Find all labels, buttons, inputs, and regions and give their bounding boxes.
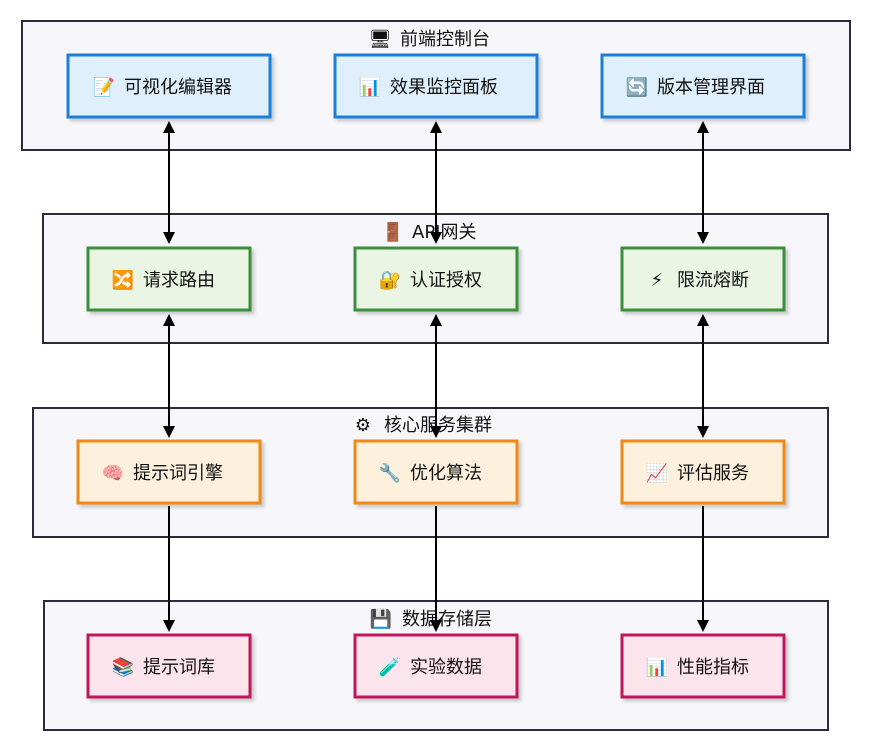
layer-title: API网关 [412, 222, 476, 243]
node-evaluation[interactable]: 📈 评估服务 [620, 439, 786, 505]
lock-icon: 🔐 [379, 270, 401, 291]
node-label: 版本管理界面 [657, 77, 765, 98]
layer-title: 核心服务集群 [384, 415, 492, 436]
layer-icon: 💾 [370, 608, 392, 630]
brain-icon: 🧠 [102, 463, 124, 484]
node-performance-metrics[interactable]: 📊 性能指标 [620, 633, 786, 699]
node-label: 优化算法 [410, 463, 482, 484]
node-optimization[interactable]: 🔧 优化算法 [353, 439, 519, 505]
node-label: 提示词库 [143, 657, 215, 678]
bar-chart-icon: 📊 [646, 656, 668, 678]
node-label: 实验数据 [410, 657, 482, 678]
bar-chart-icon: 📊 [359, 76, 381, 98]
node-label: 可视化编辑器 [124, 77, 232, 98]
node-label: 认证授权 [410, 270, 482, 291]
shuffle-icon: 🔀 [112, 269, 134, 291]
layer-icon: 🖥 [369, 29, 392, 50]
node-prompt-library[interactable]: 📚 提示词库 [86, 633, 252, 699]
chart-increasing-icon: 📈 [646, 462, 668, 484]
node-monitor-panel[interactable]: 📊 效果监控面板 [333, 53, 539, 119]
node-experiment-data[interactable]: 🧪 实验数据 [353, 633, 519, 699]
lightning-icon: ⚡ [651, 270, 664, 291]
node-visual-editor[interactable]: 📝 可视化编辑器 [66, 53, 272, 119]
node-prompt-engine[interactable]: 🧠 提示词引擎 [76, 439, 262, 505]
node-rate-limit[interactable]: ⚡ 限流熔断 [620, 246, 786, 312]
refresh-icon: 🔄 [626, 76, 648, 98]
node-label: 效果监控面板 [390, 77, 498, 98]
node-label: 提示词引擎 [133, 463, 223, 484]
books-icon: 📚 [112, 657, 134, 678]
node-label: 评估服务 [677, 463, 749, 484]
node-version-ui[interactable]: 🔄 版本管理界面 [600, 53, 806, 119]
layer-title: 前端控制台 [400, 29, 490, 50]
node-label: 请求路由 [143, 270, 215, 291]
edges [163, 121, 709, 632]
layer-icon: 🚪 [382, 221, 404, 243]
wrench-icon: 🔧 [379, 462, 401, 484]
node-label: 性能指标 [677, 657, 749, 678]
node-request-routing[interactable]: 🔀 请求路由 [86, 246, 252, 312]
layer-title: 数据存储层 [402, 609, 492, 630]
test-tube-icon: 🧪 [379, 657, 401, 678]
memo-icon: 📝 [93, 76, 115, 98]
layer-icon: ⚙ [355, 415, 371, 436]
node-auth[interactable]: 🔐 认证授权 [353, 246, 519, 312]
node-label: 限流熔断 [677, 270, 749, 291]
